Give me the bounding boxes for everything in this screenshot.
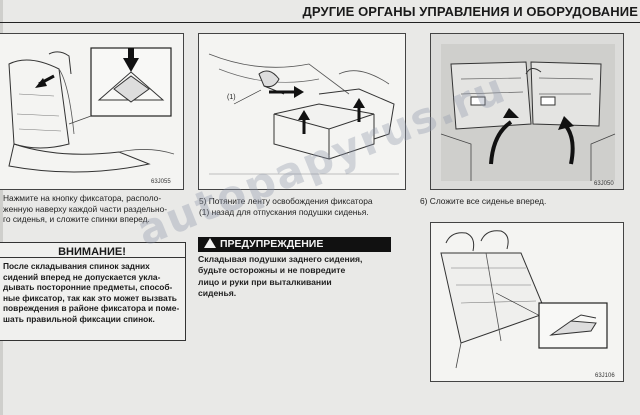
header-rule	[0, 22, 640, 23]
caption-step6: 6) Сложите все сиденье вперед.	[420, 196, 547, 206]
seat-lock-illustration	[440, 230, 608, 369]
seat-latch-illustration	[8, 47, 175, 173]
release-strap-illustration	[208, 53, 399, 175]
attention-body: После складывания спинок задних сидений …	[3, 261, 180, 324]
figure-seat-latch: 63J055	[0, 33, 184, 190]
figure-fold-seat: 63J050	[430, 33, 624, 190]
warning-title-bar: ПРЕДУПРЕЖДЕНИЕ	[198, 237, 391, 252]
figure-release-strap: (1)	[198, 33, 406, 190]
fold-seat-illustration	[440, 44, 616, 181]
page-header: ДРУГИЕ ОРГАНЫ УПРАВЛЕНИЯ И ОБОРУДОВАНИЕ	[302, 4, 638, 19]
figure-code: 63J106	[595, 373, 615, 379]
strap-label: (1)	[227, 94, 236, 101]
caption-step5: 5) Потяните ленту освобождения фиксатора…	[199, 196, 373, 217]
warning-triangle-icon	[204, 238, 216, 248]
page-edge	[0, 0, 3, 415]
warning-title: ПРЕДУПРЕЖДЕНИЕ	[220, 238, 324, 250]
caption-step4: Нажмите на кнопку фиксатора, располо- же…	[3, 193, 168, 225]
figure-seat-lock: 63J106	[430, 222, 624, 382]
attention-box: ВНИМАНИЕ! После складывания спинок задни…	[0, 242, 186, 341]
figure-code: 63J055	[151, 179, 171, 185]
attention-title: ВНИМАНИЕ!	[0, 243, 185, 258]
figure-code: 63J050	[594, 181, 614, 187]
warning-body: Складывая подушки заднего сидения, будьт…	[198, 254, 363, 299]
